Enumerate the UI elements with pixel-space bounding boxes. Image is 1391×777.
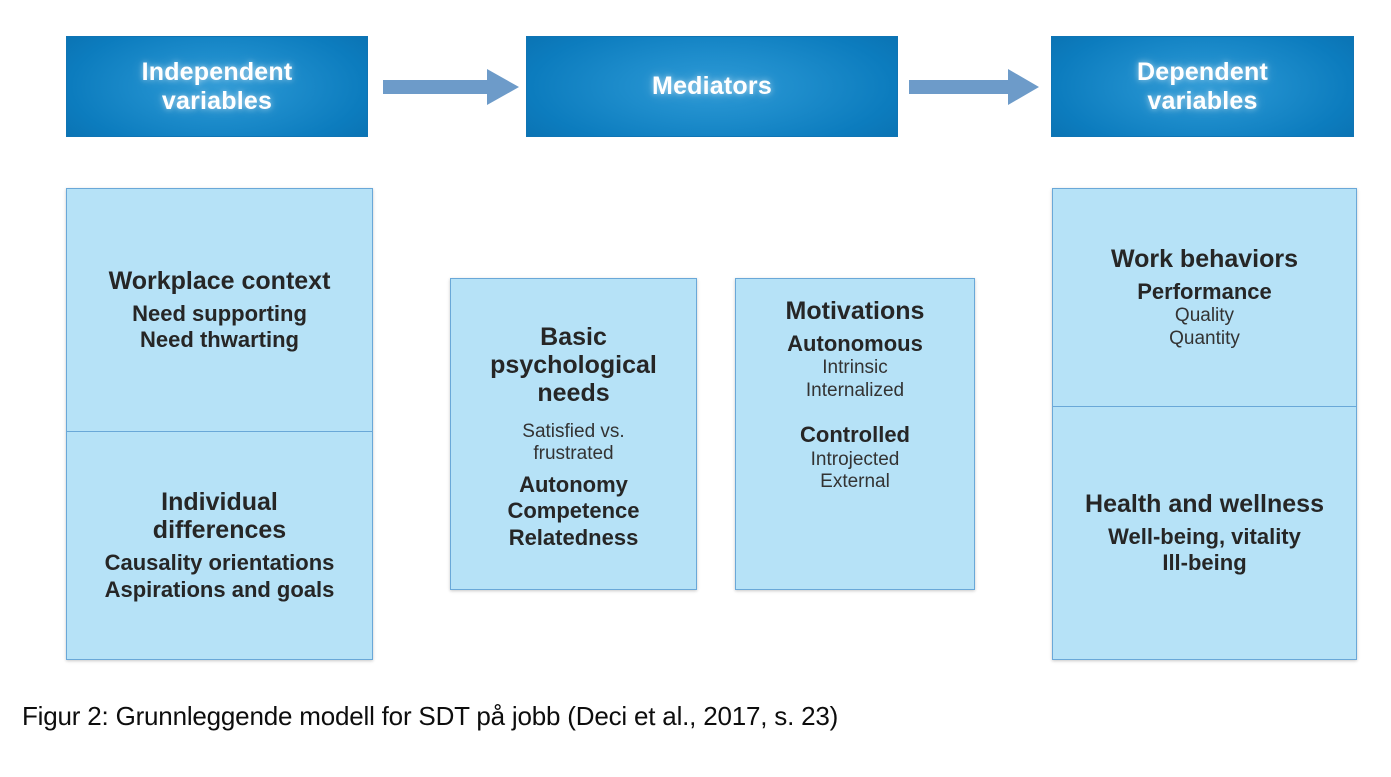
motivations-group-label: Controlled [800, 422, 910, 448]
motivations-group-item: Intrinsic [822, 357, 888, 379]
header-line-2: variables [161, 86, 273, 115]
basic-needs-item: Relatedness [508, 524, 639, 550]
header-line-1: Independent [141, 58, 293, 86]
workplace-context-heading: Workplace context [108, 266, 331, 295]
header-line-1: Mediators [652, 72, 772, 101]
health-wellness-item: Well-being, vitality [1108, 523, 1301, 549]
cell-individual-differences: Individual differences Causality orienta… [67, 432, 372, 659]
arrow-mediators-to-dependent [909, 69, 1039, 105]
header-box-mediators: Mediators [526, 36, 898, 137]
health-wellness-heading: Health and wellness [1085, 489, 1324, 518]
basic-needs-heading-line-3: needs [537, 379, 610, 407]
individual-differences-heading-line-1: Individual [161, 488, 278, 517]
panel-divider-right [1053, 406, 1356, 407]
motivations-group-item: Introjected [810, 448, 900, 470]
basic-needs-note-line-1: Satisfied vs. [522, 421, 625, 442]
motivations-heading: Motivations [785, 297, 925, 325]
header-line-2: variables [1147, 86, 1258, 115]
motivations-group-item: Internalized [805, 379, 905, 401]
basic-needs-heading-line-1: Basic [540, 323, 607, 351]
panel-independent-variables: Workplace context Need supporting Need t… [66, 188, 373, 660]
cell-health-and-wellness: Health and wellness Well-being, vitality… [1053, 407, 1356, 659]
panel-motivations: Motivations Autonomous Intrinsic Interna… [735, 278, 975, 590]
header-box-dependent-variables: Dependent variables [1051, 36, 1354, 137]
basic-needs-item: Autonomy [519, 471, 628, 497]
header-box-independent-variables: Independent variables [66, 36, 368, 137]
cell-workplace-context: Workplace context Need supporting Need t… [67, 189, 372, 431]
workplace-context-item: Need thwarting [140, 327, 299, 352]
cell-work-behaviors: Work behaviors Performance Quality Quant… [1053, 189, 1356, 406]
work-behaviors-subheading: Performance [1137, 278, 1272, 304]
figure-caption: Figur 2: Grunnleggende modell for SDT på… [22, 701, 839, 731]
basic-needs-heading-line-2: psychological [490, 351, 657, 379]
work-behaviors-heading: Work behaviors [1110, 244, 1299, 273]
cell-basic-needs: Basic psychological needs Satisfied vs. … [451, 279, 696, 589]
cell-motivations: Motivations Autonomous Intrinsic Interna… [736, 279, 974, 589]
basic-needs-note-line-2: frustrated [533, 443, 614, 465]
panel-basic-psychological-needs: Basic psychological needs Satisfied vs. … [450, 278, 697, 590]
work-behaviors-item: Quality [1174, 305, 1235, 327]
work-behaviors-item: Quantity [1169, 327, 1240, 349]
panel-dependent-variables: Work behaviors Performance Quality Quant… [1052, 188, 1357, 660]
motivations-group-item: External [820, 471, 890, 492]
basic-needs-item: Competence [507, 498, 640, 524]
individual-differences-item: Causality orientations [104, 550, 335, 576]
health-wellness-item: Ill-being [1162, 550, 1247, 575]
arrow-independent-to-mediators [383, 69, 519, 105]
individual-differences-heading-line-2: differences [152, 516, 287, 545]
workplace-context-item: Need supporting [132, 300, 307, 326]
header-line-1: Dependent [1137, 58, 1268, 86]
panel-divider-left [67, 431, 372, 432]
motivations-group-label: Autonomous [787, 331, 923, 356]
individual-differences-item: Aspirations and goals [104, 576, 335, 602]
